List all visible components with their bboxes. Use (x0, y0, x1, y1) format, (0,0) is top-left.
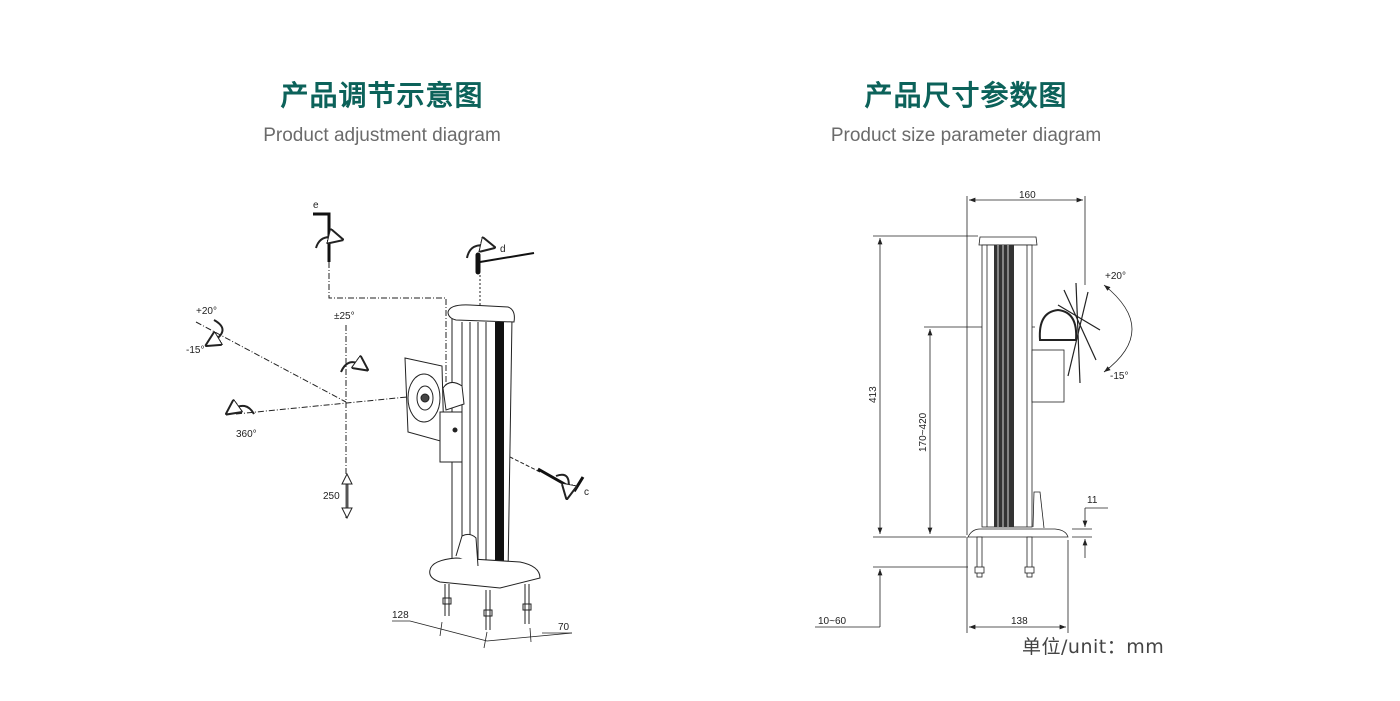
swivel-label: ±25° (334, 311, 355, 322)
guide-line-e (328, 262, 447, 392)
tilt-up-label-right: +20° (1105, 271, 1126, 282)
size-diagram-subtitle: Product size parameter diagram (830, 125, 1102, 146)
size-diagram-title: 产品尺寸参数图 (864, 79, 1068, 112)
rotation-arrow-icon (232, 406, 255, 414)
rotation-label: 360° (236, 429, 257, 440)
stand-column-front (967, 236, 1101, 578)
base-thickness-label: 11 (1087, 495, 1098, 506)
stand-column (429, 304, 541, 630)
adjust-height-label: 170~420 (918, 412, 929, 452)
tilt-down-label: -15° (186, 345, 204, 356)
rotation-axis (235, 396, 408, 415)
width-160-label: 160 (1019, 190, 1036, 201)
tilt-down-label-right: -15° (1110, 371, 1128, 382)
base-width-label: 138 (1011, 616, 1028, 627)
base-depth-label: 128 (392, 610, 409, 621)
height-arrow-icon (341, 472, 353, 520)
tool-c-label: c (584, 487, 589, 498)
tilt-axis (195, 321, 347, 403)
tool-d-label: d (500, 244, 506, 255)
allen-key-d-icon (466, 245, 535, 275)
tool-e-label: e (313, 200, 319, 211)
tilt-up-label: +20° (196, 306, 217, 317)
adjustment-diagram-title: 产品调节示意图 (280, 79, 484, 112)
adjustment-diagram: e d c +20° -15° ±25° 360° 250 (186, 200, 589, 649)
base-spacing-label: 70 (558, 622, 570, 633)
height-413-label: 413 (868, 386, 879, 403)
height-travel-label: 250 (323, 491, 340, 502)
swivel-rotate-arrow-icon (340, 362, 362, 373)
tilt-rotate-arrow-icon (212, 319, 224, 342)
allen-key-c-icon (537, 467, 585, 492)
desk-clamp-label: 10~60 (818, 616, 847, 627)
vesa-mount-plate (404, 357, 465, 463)
unit-label: 单位/unit：mm (1022, 636, 1165, 658)
adjustment-diagram-subtitle: Product adjustment diagram (263, 125, 501, 146)
allen-key-e-icon (313, 212, 336, 262)
